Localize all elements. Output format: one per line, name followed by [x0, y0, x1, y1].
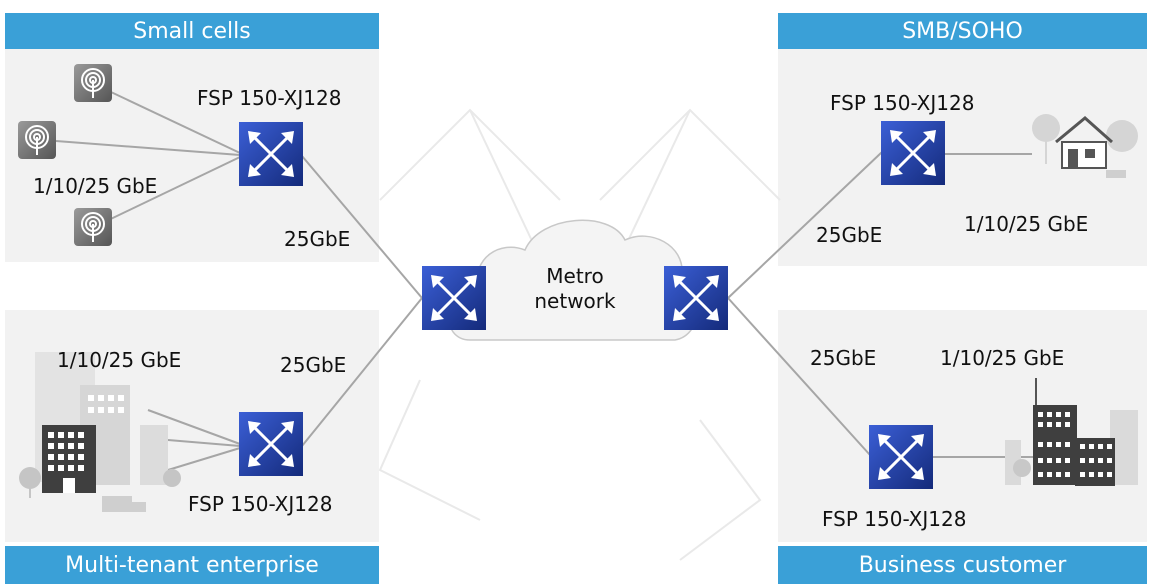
business-panel — [778, 310, 1147, 542]
mt-uplink-label: 25GbE — [280, 353, 347, 377]
mt-access-label: 1/10/25 GbE — [57, 348, 182, 372]
smb-switch-icon — [879, 119, 947, 187]
metro-network-label: Metro network — [520, 264, 630, 314]
metro-line2: network — [534, 289, 616, 313]
small-cells-panel — [5, 46, 379, 262]
smb-device-label: FSP 150-XJ128 — [830, 91, 975, 115]
business-building-icon — [1005, 378, 1138, 486]
sc-uplink-label: 25GbE — [284, 227, 351, 251]
smb-soho-banner: SMB/SOHO — [778, 13, 1147, 49]
biz-switch-icon — [867, 423, 935, 491]
small-cells-banner: Small cells — [5, 13, 379, 49]
biz-uplink-label: 25GbE — [810, 346, 877, 370]
smb-uplink-label: 25GbE — [816, 223, 883, 247]
sc-access-label: 1/10/25 GbE — [33, 174, 158, 198]
sc-device-label: FSP 150-XJ128 — [197, 86, 342, 110]
house-icon — [1032, 114, 1138, 178]
business-customer-banner: Business customer — [778, 546, 1147, 584]
antenna-icon-1 — [73, 63, 113, 103]
antenna-icon-2 — [17, 120, 57, 160]
sc-switch-icon — [237, 120, 305, 188]
metro-line1: Metro — [546, 264, 604, 288]
biz-access-label: 1/10/25 GbE — [940, 346, 1065, 370]
metro-right-switch-icon — [662, 264, 730, 332]
mt-switch-icon — [237, 410, 305, 478]
office-building-icon — [19, 352, 181, 512]
antenna-icon-3 — [73, 207, 113, 247]
links — [55, 83, 1034, 471]
smb-access-label: 1/10/25 GbE — [964, 212, 1089, 236]
multi-tenant-banner: Multi-tenant enterprise — [5, 546, 379, 584]
mt-device-label: FSP 150-XJ128 — [188, 492, 333, 516]
biz-device-label: FSP 150-XJ128 — [822, 507, 967, 531]
metro-left-switch-icon — [420, 264, 488, 332]
